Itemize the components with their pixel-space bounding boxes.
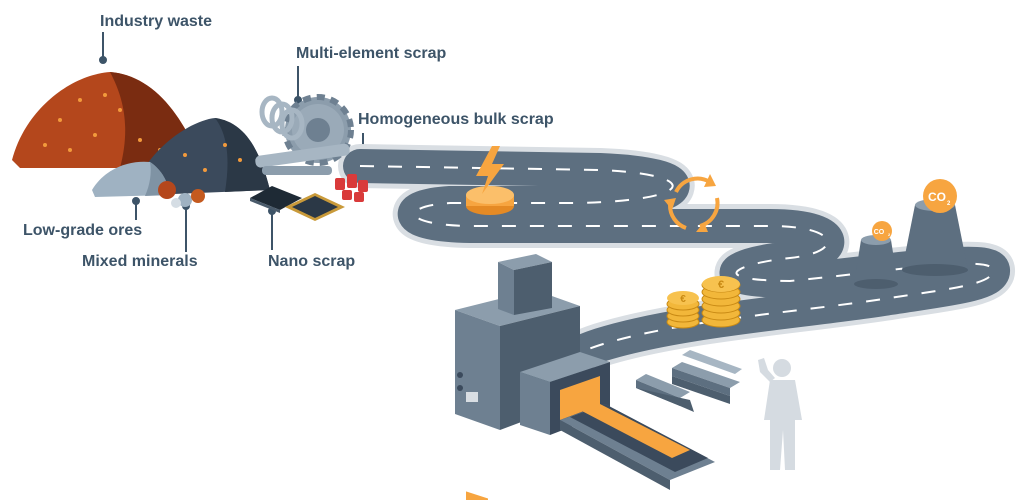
label-low-grade-ores: Low-grade ores (23, 222, 143, 239)
lightning-bolt-icon (466, 146, 514, 215)
road (338, 144, 1015, 400)
co2-big-sub: 2 (947, 201, 951, 207)
coin-symbol: € (680, 294, 686, 305)
factory-machine (455, 254, 610, 500)
mineral-heap (140, 118, 270, 195)
chip-icon (285, 193, 345, 221)
spring-icon (259, 95, 305, 141)
co2-small-label: CO (874, 229, 885, 236)
red-scrap-pile (335, 174, 368, 202)
phone-icon (250, 186, 302, 213)
coin-symbol: € (718, 279, 724, 291)
label-industry-waste: Industry waste (100, 13, 213, 30)
conveyor-belt (560, 404, 715, 490)
metal-bars (636, 350, 742, 412)
circular-arrows-icon (664, 174, 720, 232)
co2-small-sub: 2 (888, 232, 891, 237)
label-homogeneous-bulk-scrap: Homogeneous bulk scrap (358, 111, 554, 128)
pipe-scrap (255, 143, 350, 175)
label-multi-element-scrap: Multi-element scrap (296, 45, 447, 62)
co2-stack-icon: CO 2 CO 2 (854, 179, 968, 289)
co2-big-label: CO (928, 190, 946, 204)
label-nano-scrap: Nano scrap (268, 253, 356, 270)
worker-silhouette (758, 358, 802, 470)
mixed-minerals (158, 181, 205, 208)
euro-coin-stack-icon: € € (666, 276, 741, 329)
label-mixed-minerals: Mixed minerals (82, 253, 198, 270)
